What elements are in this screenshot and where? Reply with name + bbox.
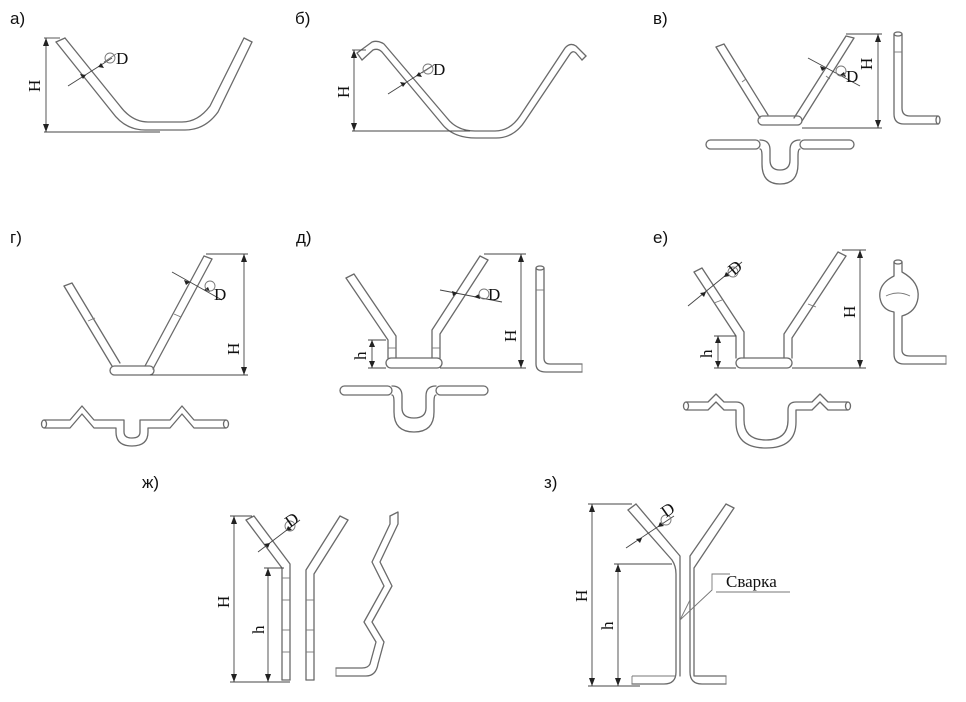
panel-zh-height-label: H (214, 596, 233, 608)
panel-b-height-label: H (334, 86, 353, 98)
panel-z-label: з) (544, 473, 557, 492)
panel-zh-side-view (335, 511, 399, 677)
panel-e-height-dimension: H (792, 249, 866, 369)
panel-v-top-view (705, 139, 855, 185)
panel-d-small-height-dimension: h (351, 339, 386, 369)
panel-v-diameter-label: D (846, 67, 858, 86)
panel-v-label: в) (653, 9, 668, 28)
panel-g-diameter-label: D (214, 285, 226, 304)
panel-g: г) H (10, 228, 248, 447)
panel-d-side-view (535, 265, 583, 373)
panel-z: з) Сварка H (544, 473, 790, 687)
panel-g-height-label: H (224, 343, 243, 355)
panel-b-label: б) (295, 9, 310, 28)
panel-v-height-label: H (857, 58, 876, 70)
panel-g-height-dimension: H (150, 253, 248, 376)
panel-b: б) H D (295, 9, 587, 139)
panel-g-front-view (63, 255, 213, 376)
panel-zh-height-dimension: H (214, 515, 290, 683)
panel-a-diameter-label: D (116, 49, 128, 68)
panel-e-small-height-dimension: h (697, 335, 736, 369)
panel-d-diameter-label: D (488, 285, 500, 304)
panel-a-label: а) (10, 9, 25, 28)
panel-b-height-dimension: H (334, 49, 470, 132)
panel-v-height-dimension: H (802, 33, 882, 129)
panel-e: е) (653, 228, 947, 449)
panel-zh-label: ж) (142, 473, 159, 492)
panel-a: а) H D (10, 9, 253, 133)
panel-v: в) (653, 9, 941, 185)
panel-zh: ж) H (142, 473, 399, 683)
panel-d-height-label: H (501, 330, 520, 342)
panel-e-label: е) (653, 228, 668, 247)
panel-g-diameter-dimension: D (171, 271, 226, 304)
panel-g-top-view (40, 405, 230, 447)
panel-v-diameter-dimension: D (807, 57, 861, 87)
panel-e-small-height-label: h (697, 349, 716, 358)
panel-v-side-view (893, 31, 941, 125)
panel-e-side-view (879, 259, 947, 365)
panel-z-weld-callout: Сварка (679, 572, 790, 621)
panel-d: д) (296, 228, 583, 433)
panel-z-weld-label: Сварка (726, 572, 777, 591)
panel-b-rod (356, 40, 587, 139)
panel-d-top-view (339, 385, 489, 433)
panel-z-height-dimension: H (572, 503, 640, 687)
panel-zh-small-height-dimension: h (249, 567, 284, 682)
panel-g-label: г) (10, 228, 22, 247)
panel-b-diameter-label: D (433, 60, 445, 79)
panel-d-front-view (345, 255, 489, 369)
panel-z-small-height-label: h (598, 621, 617, 630)
panel-z-rod (627, 503, 735, 685)
panel-z-diameter-label: D (657, 499, 678, 522)
panel-d-small-height-label: h (351, 351, 370, 360)
panel-e-diameter-dimension: D (687, 257, 746, 307)
panel-a-rod (55, 37, 253, 131)
panel-zh-front-view (245, 515, 349, 681)
panel-e-height-label: H (840, 306, 859, 318)
panel-a-height-dimension: H (25, 37, 160, 133)
panel-d-diameter-dimension: D (439, 285, 503, 304)
panel-v-front-view (715, 35, 855, 126)
panel-z-height-label: H (572, 590, 591, 602)
panel-e-top-view (682, 393, 852, 449)
panel-z-small-height-dimension: h (598, 563, 672, 686)
panel-a-height-label: H (25, 80, 44, 92)
panel-d-height-dimension: H (440, 253, 526, 369)
panel-zh-small-height-label: h (249, 625, 268, 634)
panel-e-front-view (693, 251, 847, 369)
panel-zh-diameter-label: D (281, 509, 302, 532)
panel-a-diameter-dimension: D (67, 49, 128, 87)
panel-d-label: д) (296, 228, 312, 247)
panel-b-diameter-dimension: D (387, 60, 445, 95)
